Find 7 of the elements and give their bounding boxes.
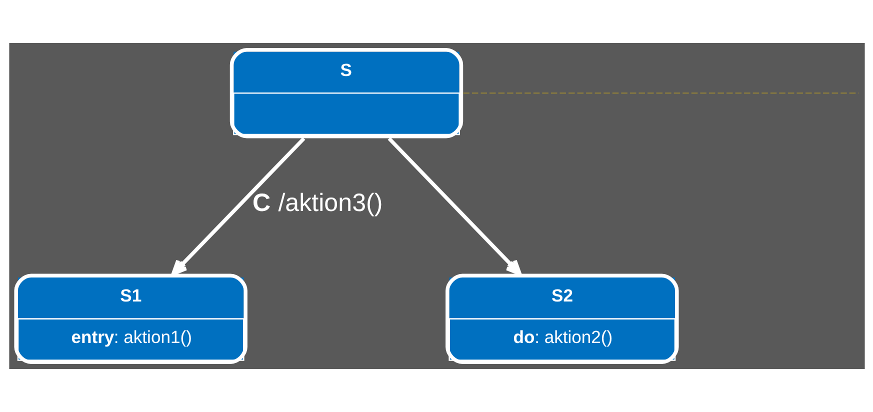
arrow <box>170 137 305 276</box>
node-box: S1 entry: aktion1() <box>14 274 247 364</box>
connector <box>462 92 858 94</box>
node-box: S <box>229 48 463 138</box>
edge-label: C /aktion3() <box>252 189 382 218</box>
node-box: S2 do: aktion2() <box>445 274 678 364</box>
arrow <box>387 137 522 276</box>
